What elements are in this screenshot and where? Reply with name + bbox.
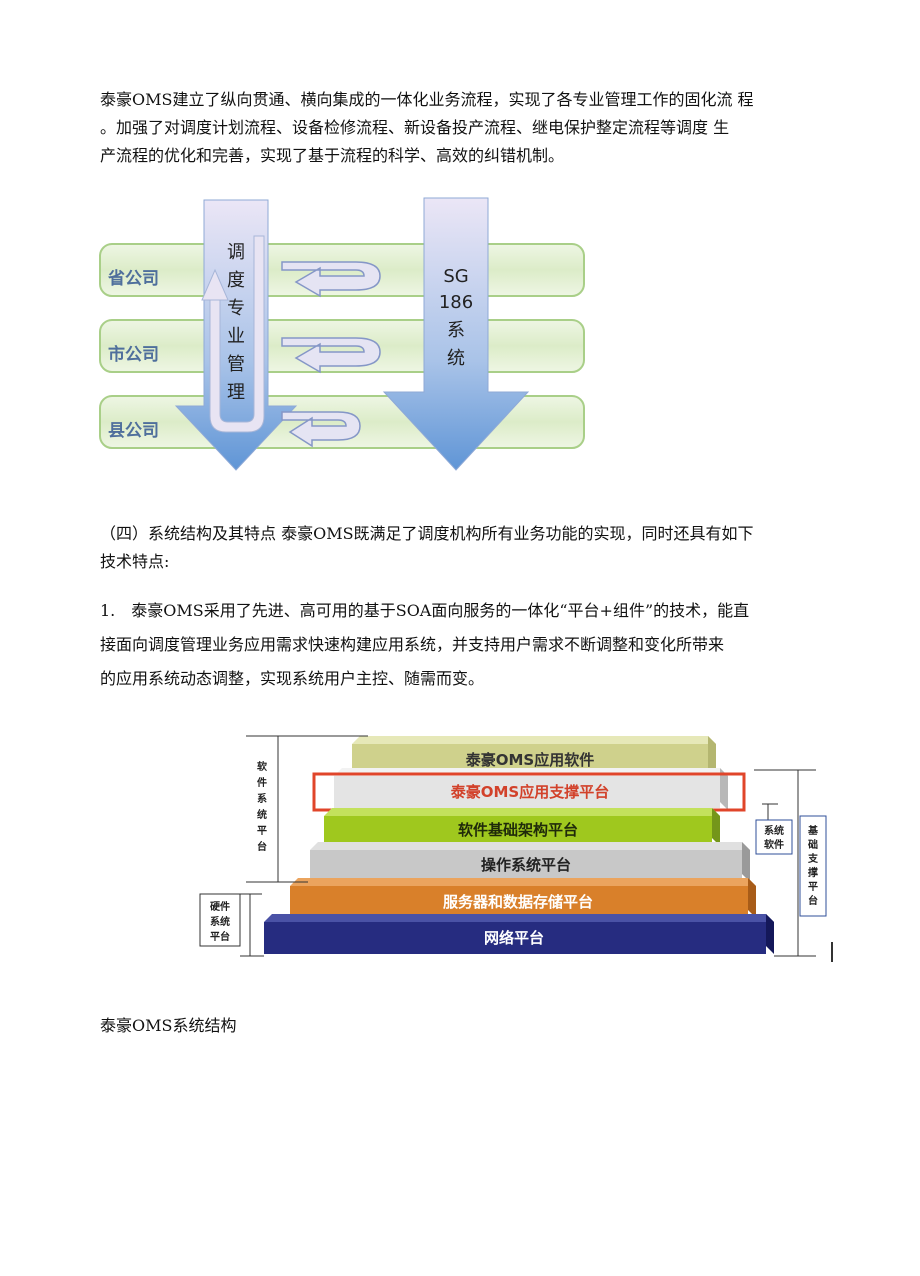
u-turn-arrow-head: [201, 268, 229, 301]
row-label-county: 县公司: [108, 421, 159, 441]
software-system-label: 软 件 系 统 平 台: [257, 760, 267, 853]
text-line: 的应用系统动态调整，实现系统用户主控、随需而变。: [100, 669, 485, 688]
intro-paragraph: 泰豪OMS建立了纵向贯通、横向集成的一体化业务流程，实现了各专业管理工作的固化流…: [100, 86, 830, 170]
layer-support-platform: 泰豪OMS应用支撑平台: [312, 768, 746, 812]
label-char: 基: [807, 824, 819, 837]
row-label-city: 市公司: [108, 344, 159, 365]
right-arrow-label: SG 186 系 统: [439, 266, 473, 369]
basic-support-box: 基 础 支 撑 平 台: [754, 769, 833, 962]
label-char: 支: [807, 852, 819, 865]
architecture-figure: 泰豪OMS应用软件 泰豪OMS应用支撑平台 软件基础架构平台 操作系统平台: [198, 720, 838, 970]
label-char: 统: [257, 808, 267, 821]
label-char: 度: [227, 270, 245, 291]
process-flow-figure: 省公司 市公司 县公司 调 度 专 业 管 理 SG 186 系 统: [98, 196, 590, 474]
layer-label: 服务器和数据存储平台: [443, 893, 593, 911]
row-label-province: 省公司: [107, 268, 159, 289]
u-turn-arrow: [209, 235, 265, 433]
figure-caption: 泰豪OMS系统结构: [100, 1016, 237, 1035]
label-line: 硬件: [210, 900, 230, 913]
label-line: 平台: [210, 930, 230, 943]
text-line: 产流程的优化和完善，实现了基于流程的科学、高效的纠错机制。: [100, 146, 565, 165]
label-line: 统: [447, 348, 465, 369]
layer-software-infrastructure: 软件基础架构平台: [324, 808, 720, 846]
loop-arrow-icon: [281, 337, 381, 374]
left-arrow-label: 调 度 专 业 管 理: [227, 242, 245, 403]
label-char: 理: [227, 382, 245, 403]
label-char: 调: [227, 242, 245, 263]
hardware-system-box: 硬件 系统 平台: [199, 893, 264, 957]
left-down-arrow: [174, 199, 298, 471]
label-char: 撑: [808, 866, 818, 879]
system-software-box: 系统 软件: [755, 803, 793, 855]
label-line: 系统: [764, 824, 784, 837]
section-heading-paragraph: （四）系统结构及其特点 泰豪OMS既满足了调度机构所有业务功能的实现，同时还具有…: [100, 520, 830, 576]
label-char: 台: [808, 894, 818, 907]
label-line: 186: [439, 292, 473, 313]
feature-paragraph: 1. 泰豪OMS采用了先进、高可用的基于SOA面向服务的一体化“平台+组件”的技…: [100, 594, 830, 696]
layer-label: 网络平台: [484, 929, 544, 947]
layer-network: 网络平台: [264, 914, 774, 954]
label-char: 平: [808, 881, 818, 893]
layer-label: 泰豪OMS应用支撑平台: [450, 783, 609, 801]
label-char: 础: [808, 838, 818, 851]
label-char: 件: [257, 776, 267, 789]
software-system-bracket: [246, 735, 368, 883]
label-line: SG: [443, 266, 468, 287]
text-line: （四）系统结构及其特点 泰豪OMS既满足了调度机构所有业务功能的实现，同时还具有…: [100, 524, 754, 543]
label-line: 系统: [210, 915, 230, 928]
label-char: 业: [227, 326, 245, 347]
layer-label: 泰豪OMS应用软件: [465, 751, 594, 769]
text-line: 。加强了对调度计划流程、设备检修流程、新设备投产流程、继电保护整定流程等调度 生: [100, 118, 730, 137]
label-line: 系: [447, 320, 465, 341]
label-char: 台: [257, 840, 267, 853]
label-char: 平: [257, 825, 267, 837]
loop-arrow-icon: [281, 411, 361, 448]
text-line: 1. 泰豪OMS采用了先进、高可用的基于SOA面向服务的一体化“平台+组件”的技…: [100, 601, 750, 620]
label-char: 软: [257, 760, 267, 773]
layer-label: 操作系统平台: [481, 856, 571, 874]
text-line: 泰豪OMS建立了纵向贯通、横向集成的一体化业务流程，实现了各专业管理工作的固化流…: [100, 90, 754, 109]
label-line: 软件: [764, 838, 784, 851]
loop-arrow-icon: [281, 261, 381, 298]
layer-os-platform: 操作系统平台: [310, 842, 750, 882]
text-line: 技术特点:: [100, 552, 170, 571]
label-char: 系: [257, 792, 267, 805]
label-char: 专: [227, 298, 245, 319]
right-down-arrow: [382, 197, 530, 471]
layer-server-storage: 服务器和数据存储平台: [290, 878, 756, 918]
text-line: 接面向调度管理业务应用需求快速构建应用系统，并支持用户需求不断调整和变化所带来: [100, 635, 725, 654]
layer-label: 软件基础架构平台: [458, 821, 578, 839]
label-char: 管: [227, 354, 245, 375]
